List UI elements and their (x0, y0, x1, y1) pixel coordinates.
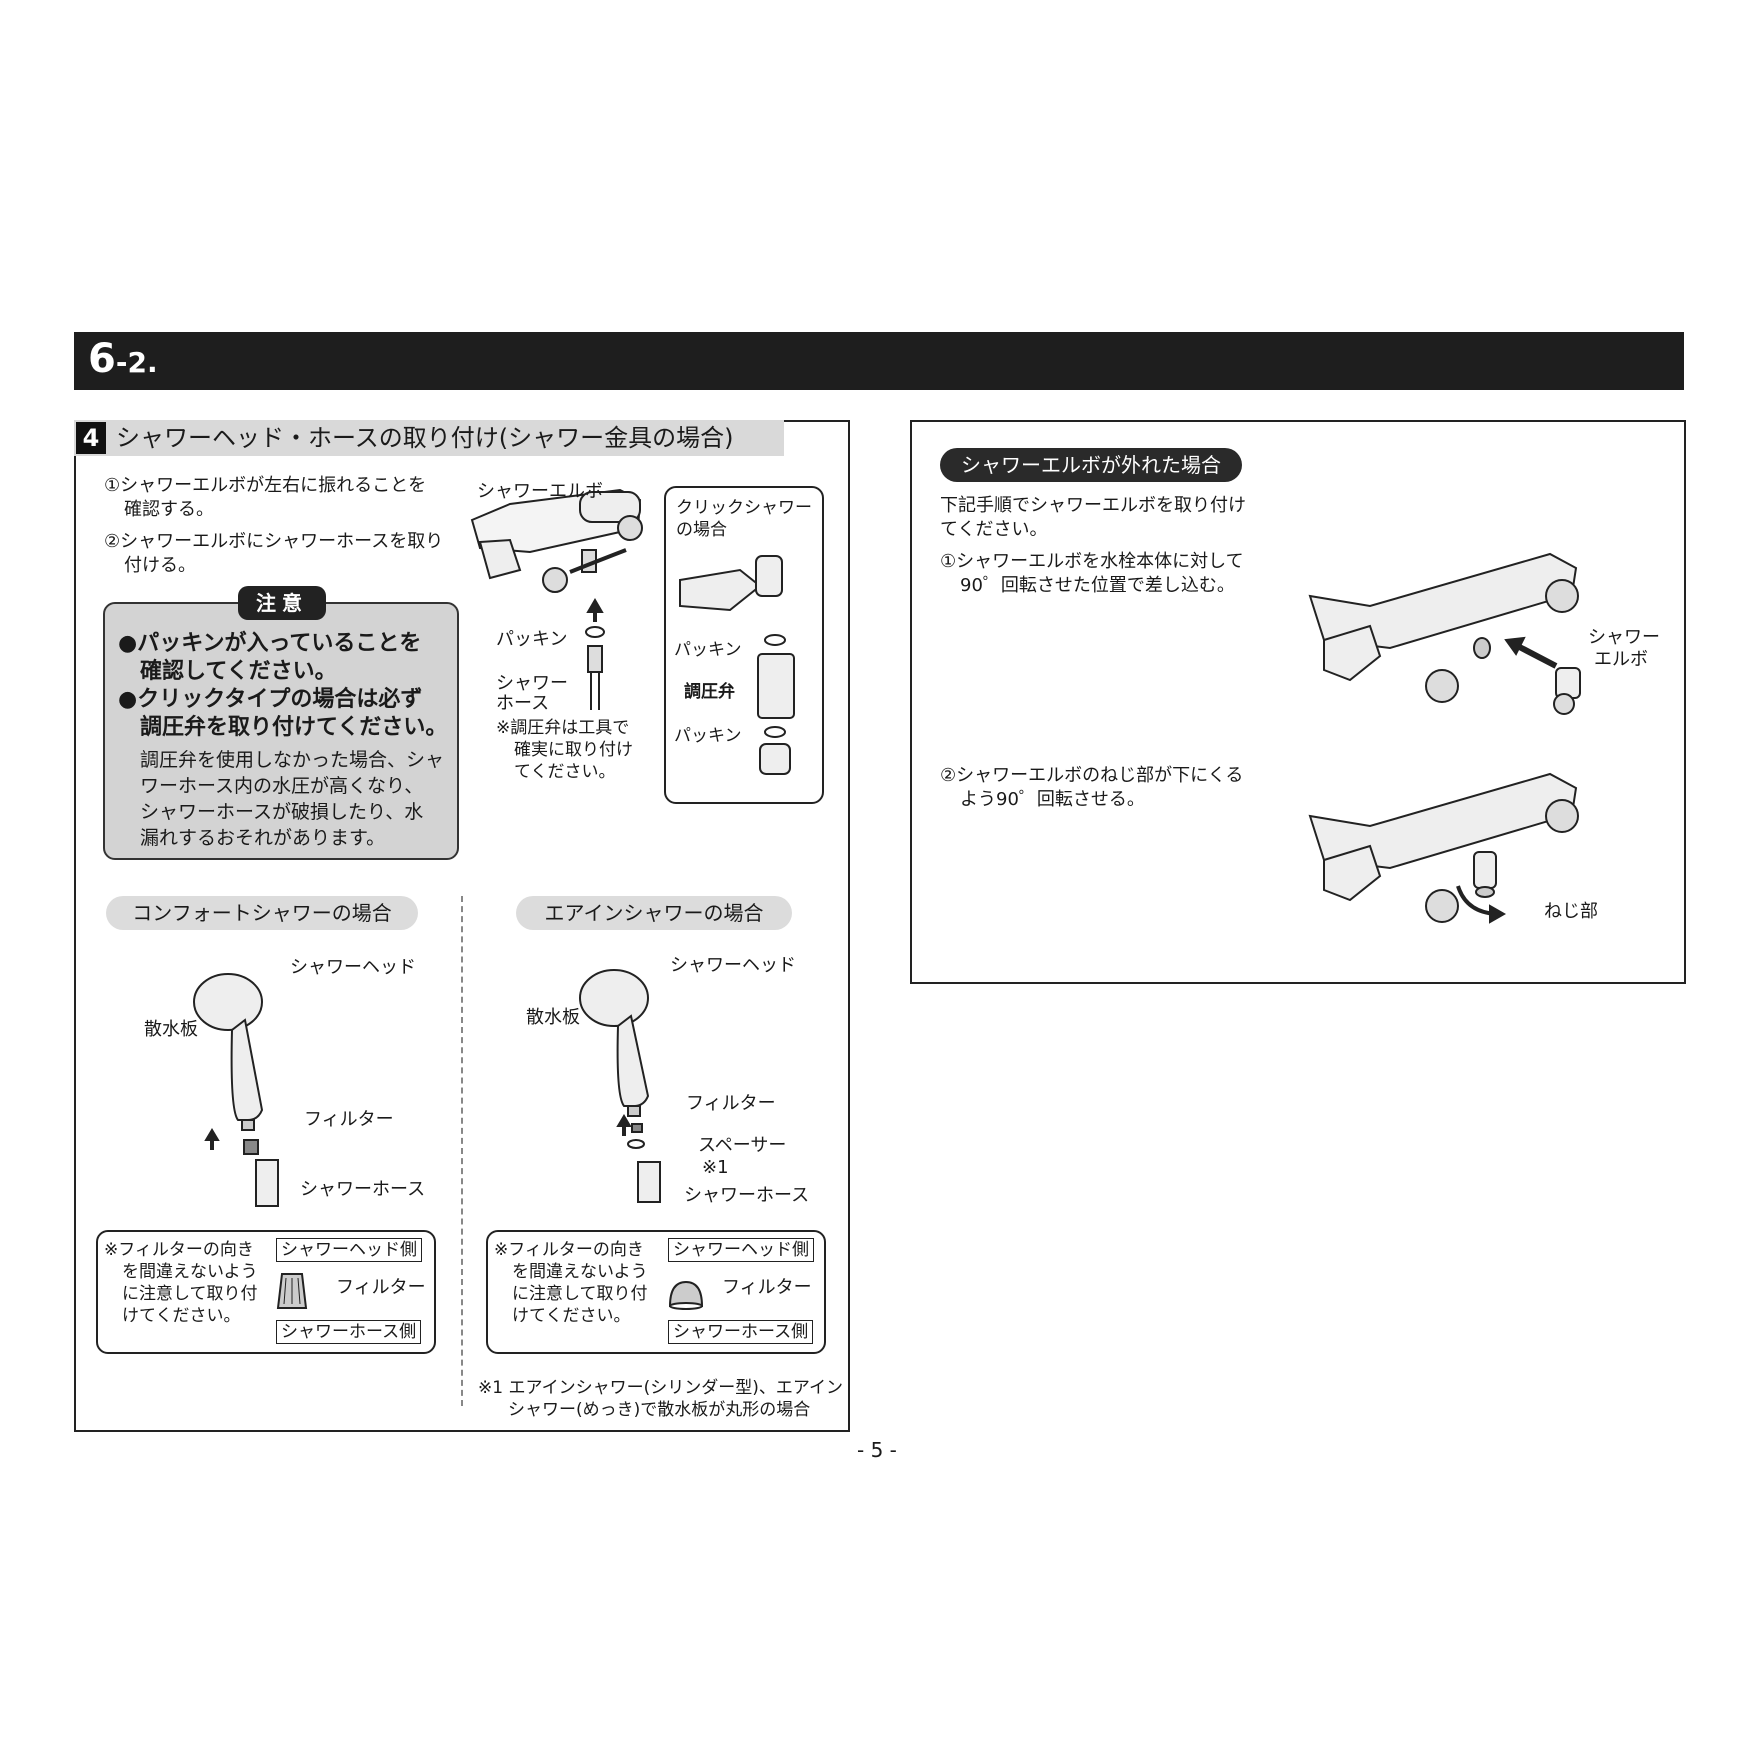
air-in-filter-icon (668, 1280, 704, 1310)
comfort-note-4: けてください。 (122, 1306, 241, 1326)
instruction-1-line1: ①シャワーエルボが左右に振れることを (104, 475, 427, 496)
elbow-insert-illustration (1308, 552, 1581, 715)
click-packing-bottom: パッキン (674, 726, 742, 746)
air-in-label-shower-hose: シャワーホース (684, 1185, 810, 1206)
caution-body-2: ワーホース内の水圧が高くなり、 (140, 775, 424, 797)
caution-body-4: 漏れするおそれがあります。 (140, 827, 386, 849)
footnote-line-1: ※1 エアインシャワー(シリンダー型)、エアイン (478, 1378, 844, 1398)
air-in-shower-head-illustration (579, 969, 661, 1203)
air-in-label-spacer: スペーサー (698, 1135, 787, 1156)
label-shower-elbow: シャワーエルボ (477, 481, 603, 502)
label-shower-hose-2: ホース (496, 693, 550, 714)
faucet-elbow-illustration (470, 488, 643, 710)
instruction-2-line2: 付ける。 (124, 555, 196, 576)
caution-body-3: シャワーホースが破損したり、水 (140, 801, 424, 823)
caution-body-1: 調圧弁を使用しなかった場合、シャ (140, 749, 445, 771)
comfort-hose-side: シャワーホース側 (276, 1320, 422, 1344)
air-in-note-3: に注意して取り付 (512, 1284, 648, 1304)
valve-note-3: てください。 (514, 762, 616, 782)
caution-box (103, 602, 459, 860)
step-number: 4 (76, 422, 106, 454)
step1-label-shower: シャワー (1588, 627, 1660, 648)
air-in-label-filter: フィルター (686, 1093, 776, 1114)
air-in-label-spray-plate: 散水板 (526, 1007, 580, 1028)
caution-tag: 注意 (238, 586, 326, 620)
step-title: シャワーヘッド・ホースの取り付け(シャワー金具の場合) (116, 424, 734, 452)
elbow-detached-pill: シャワーエルボが外れた場合 (940, 448, 1242, 482)
instruction-1-line2: 確認する。 (124, 499, 214, 520)
comfort-shower-head-illustration (193, 973, 279, 1207)
click-shower-parts-illustration (679, 555, 795, 775)
caution-point-1-line1: ●パッキンが入っていることを (118, 631, 422, 656)
click-shower-inset (664, 486, 824, 804)
comfort-note-1: ※フィルターの向き (104, 1240, 254, 1260)
step1-line-1: ①シャワーエルボを水栓本体に対して (940, 551, 1244, 572)
pressure-valve-label: 調圧弁 (684, 682, 735, 702)
comfort-label-spray-plate: 散水板 (144, 1019, 198, 1040)
step2-label-thread: ねじ部 (1544, 901, 1598, 922)
comfort-label-shower-head: シャワーヘッド (290, 957, 416, 978)
comfort-label-filter: フィルター (304, 1109, 394, 1130)
comfort-label-shower-hose: シャワーホース (300, 1179, 426, 1200)
air-in-spacer-note: ※1 (702, 1157, 729, 1178)
step-title-bar (74, 420, 784, 456)
step1-label-elbow: エルボ (1594, 649, 1648, 670)
intro-line-1: 下記手順でシャワーエルボを取り付け (940, 495, 1246, 516)
instruction-2-line1: ②シャワーエルボにシャワーホースを取り (104, 531, 444, 552)
caution-point-1-line2: 確認してください。 (140, 659, 337, 684)
comfort-note-3: に注意して取り付 (122, 1284, 258, 1304)
section-divider (461, 896, 463, 1406)
valve-note-2: 確実に取り付け (514, 740, 633, 760)
label-packing: パッキン (496, 629, 568, 650)
air-in-note-2: を間違えないよう (512, 1262, 648, 1282)
click-shower-title-1: クリックシャワー (676, 498, 812, 518)
comfort-head-side: シャワーヘッド側 (276, 1238, 422, 1262)
caution-point-2-line1: ●クリックタイプの場合は必ず (118, 687, 423, 712)
footnote-line-2: シャワー(めっき)で散水板が丸形の場合 (508, 1400, 811, 1420)
air-in-note-1: ※フィルターの向き (494, 1240, 644, 1260)
air-in-label-shower-head: シャワーヘッド (670, 955, 796, 976)
click-shower-title-2: の場合 (676, 520, 727, 540)
valve-note-1: ※調圧弁は工具で (496, 718, 630, 738)
section-number: 6-2. (88, 336, 158, 382)
step2-line-2: よう90゜回転させる。 (960, 789, 1145, 810)
air-in-note-4: けてください。 (512, 1306, 631, 1326)
air-in-shower-pill: エアインシャワーの場合 (516, 896, 792, 930)
step1-line-2: 90゜回転させた位置で差し込む。 (960, 575, 1235, 596)
section-header-bar (74, 332, 1684, 390)
air-in-filter-label: フィルター (722, 1277, 812, 1298)
comfort-note-2: を間違えないよう (122, 1262, 258, 1282)
page-number: - 5 - (857, 1438, 897, 1462)
air-in-hose-side: シャワーホース側 (668, 1320, 814, 1344)
caution-point-2-line2: 調圧弁を取り付けてください。 (140, 715, 448, 740)
comfort-filter-icon (276, 1273, 308, 1309)
comfort-shower-pill: コンフォートシャワーの場合 (106, 896, 418, 930)
air-in-head-side: シャワーヘッド側 (668, 1238, 814, 1262)
elbow-rotate-illustration (1308, 772, 1579, 924)
label-shower-hose-1: シャワー (496, 673, 568, 694)
comfort-filter-label: フィルター (336, 1277, 426, 1298)
intro-line-2: てください。 (940, 519, 1048, 540)
step2-line-1: ②シャワーエルボのねじ部が下にくる (940, 765, 1244, 786)
click-packing-top: パッキン (674, 640, 742, 660)
